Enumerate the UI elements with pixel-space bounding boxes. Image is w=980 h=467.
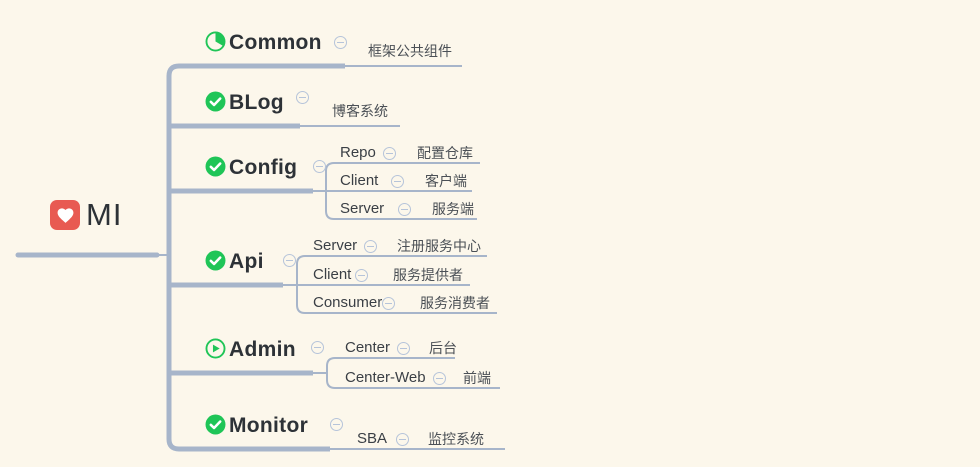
collapse-button-api-server[interactable] <box>364 240 377 253</box>
branch-node-admin[interactable]: Admin <box>229 338 296 361</box>
note-node-api-consumer[interactable]: 服务消费者 <box>420 295 490 311</box>
note-node-config-client[interactable]: 客户端 <box>425 173 467 189</box>
trunk-line <box>166 63 345 452</box>
note-node-api-server[interactable]: 注册服务中心 <box>397 238 481 254</box>
note-node-admin-center-web[interactable]: 前端 <box>463 370 491 386</box>
branch-node-config[interactable]: Config <box>229 156 298 179</box>
pie-icon <box>205 31 226 52</box>
branch-node-monitor[interactable]: Monitor <box>229 414 309 437</box>
check-icon <box>205 91 226 112</box>
collapse-button-blog[interactable] <box>296 91 309 104</box>
check-icon <box>205 414 226 435</box>
note-node-blog[interactable]: 博客系统 <box>332 103 388 119</box>
collapse-button-api-consumer[interactable] <box>382 297 395 310</box>
note-node-common[interactable]: 框架公共组件 <box>368 43 452 59</box>
child-node-config-client[interactable]: Client <box>340 172 379 189</box>
note-node-admin-center[interactable]: 后台 <box>429 340 457 356</box>
child-node-api-server[interactable]: Server <box>313 237 358 254</box>
collapse-button-config-server[interactable] <box>398 203 411 216</box>
branch-node-blog[interactable]: BLog <box>229 91 284 114</box>
check-icon <box>205 156 226 177</box>
collapse-button-config[interactable] <box>313 160 326 173</box>
collapse-button-api-client[interactable] <box>355 269 368 282</box>
collapse-button-config-client[interactable] <box>391 175 404 188</box>
child-node-admin-center-web[interactable]: Center-Web <box>345 369 426 386</box>
note-node-api-client[interactable]: 服务提供者 <box>393 267 463 283</box>
collapse-button-monitor-sba[interactable] <box>396 433 409 446</box>
admin-children-lines <box>313 357 500 389</box>
collapse-button-monitor[interactable] <box>330 418 343 431</box>
heart-icon <box>50 200 80 230</box>
check-icon <box>205 250 226 271</box>
collapse-button-config-repo[interactable] <box>383 147 396 160</box>
branch-node-common[interactable]: Common <box>229 31 322 54</box>
collapse-button-admin-center[interactable] <box>397 342 410 355</box>
root-node[interactable]: MI <box>50 198 122 232</box>
collapse-button-admin-center-web[interactable] <box>433 372 446 385</box>
child-node-api-client[interactable]: Client <box>313 266 352 283</box>
note-node-monitor-sba[interactable]: 监控系统 <box>428 431 484 447</box>
child-node-config-repo[interactable]: Repo <box>340 144 376 161</box>
collapse-button-api[interactable] <box>283 254 296 267</box>
branch-node-api[interactable]: Api <box>229 250 264 273</box>
config-children-lines <box>313 162 480 220</box>
child-node-monitor-sba[interactable]: SBA <box>357 430 388 447</box>
root-label: MI <box>86 197 123 232</box>
collapse-button-admin[interactable] <box>311 341 324 354</box>
note-node-config-server[interactable]: 服务端 <box>432 201 474 217</box>
collapse-button-common[interactable] <box>334 36 347 49</box>
child-node-admin-center[interactable]: Center <box>345 339 391 356</box>
note-node-config-repo[interactable]: 配置仓库 <box>417 145 473 161</box>
api-children-lines <box>283 255 497 314</box>
child-node-api-consumer[interactable]: Consumer <box>313 294 383 311</box>
child-node-config-server[interactable]: Server <box>340 200 385 217</box>
play-icon <box>205 338 226 359</box>
